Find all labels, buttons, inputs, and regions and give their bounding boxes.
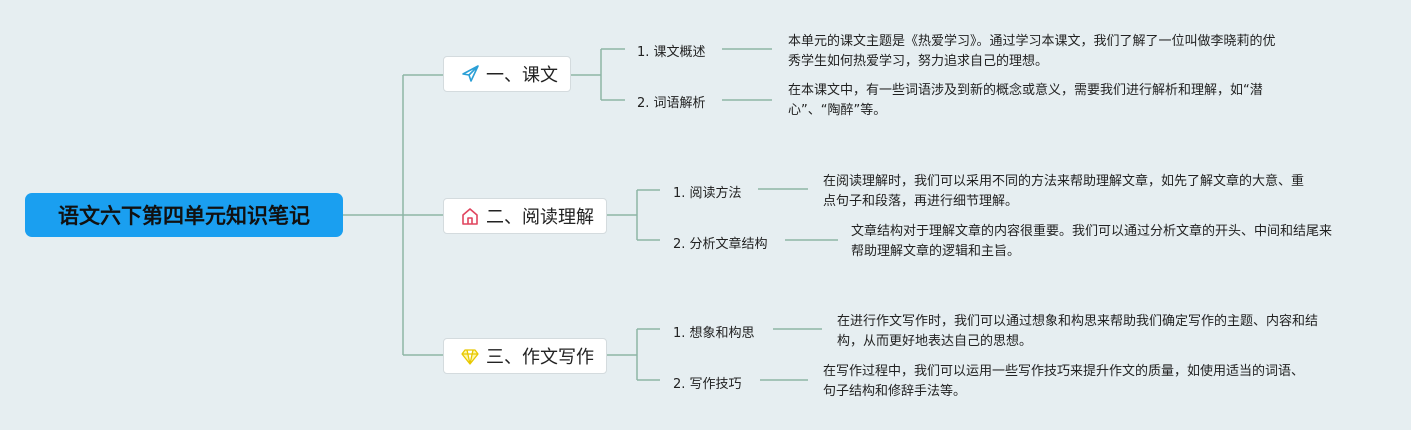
branch-reading[interactable]: 二、阅读理解 — [443, 198, 607, 234]
subtopic-detail: 本单元的课文主题是《热爱学习》。通过学习本课文，我们了解了一位叫做李晓莉的优秀学… — [788, 34, 1276, 69]
branch-writing[interactable]: 三、作文写作 — [443, 338, 607, 374]
subtopic-detail: 在阅读理解时，我们可以采用不同的方法来帮助理解文章，如先了解文章的大意、重点句子… — [823, 174, 1305, 209]
root-topic[interactable]: 语文六下第四单元知识笔记 — [25, 193, 343, 237]
diamond-icon — [460, 346, 482, 366]
subtopic-detail: 在进行作文写作时，我们可以通过想象和构思来帮助我们确定写作的主题、内容和结构，从… — [837, 314, 1319, 349]
subtopic[interactable]: 1. 课文概述 — [637, 45, 706, 60]
subtopic[interactable]: 1. 想象和构思 — [673, 326, 755, 341]
root-title: 语文六下第四单元知识笔记 — [58, 204, 310, 228]
branch-lesson[interactable]: 一、课文 — [443, 56, 571, 92]
branch-label: 一、课文 — [486, 65, 558, 86]
subtopic-detail: 在写作过程中，我们可以运用一些写作技巧来提升作文的质量，如使用适当的词语、句子结… — [823, 364, 1305, 399]
paper-plane-icon — [460, 64, 482, 84]
subtopic[interactable]: 2. 写作技巧 — [673, 377, 742, 392]
subtopic-detail: 文章结构对于理解文章的内容很重要。我们可以通过分析文章的开头、中间和结尾来帮助理… — [851, 224, 1333, 259]
branch-label: 三、作文写作 — [486, 347, 594, 368]
home-icon — [460, 206, 482, 226]
subtopic[interactable]: 2. 分析文章结构 — [673, 237, 768, 252]
subtopic[interactable]: 2. 词语解析 — [637, 96, 706, 111]
subtopic[interactable]: 1. 阅读方法 — [673, 186, 742, 201]
branch-label: 二、阅读理解 — [486, 207, 594, 228]
subtopic-detail: 在本课文中，有一些词语涉及到新的概念或意义，需要我们进行解析和理解，如“潜心”、… — [788, 83, 1263, 118]
